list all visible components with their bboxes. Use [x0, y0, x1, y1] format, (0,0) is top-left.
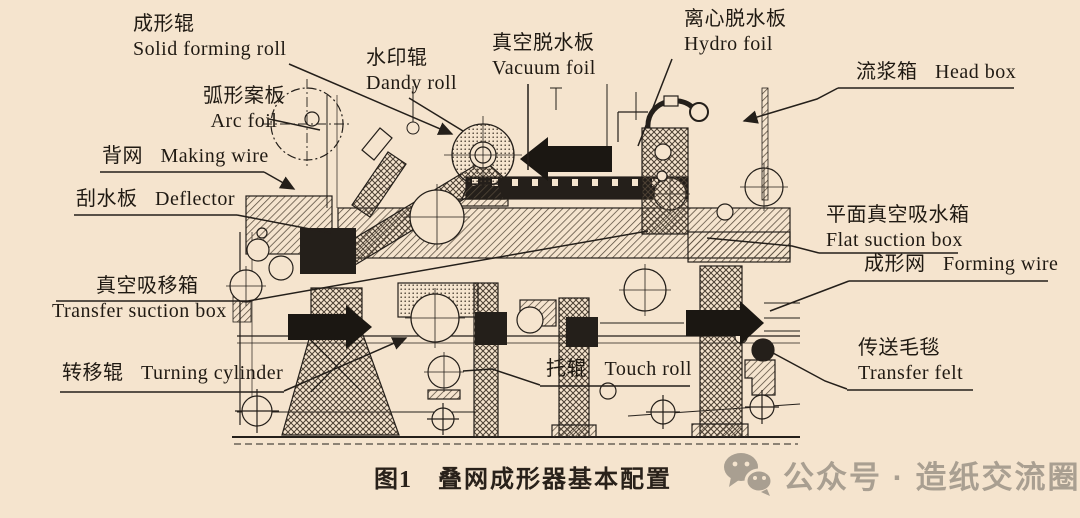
leader-hydro-foil: [637, 58, 673, 147]
wechat-icon: [724, 453, 774, 496]
label-solid-forming-roll: 成形辊 Solid forming roll: [133, 12, 286, 62]
label-making-wire-en: Making wire: [160, 145, 269, 167]
label-transfer-felt-en: Transfer felt: [858, 362, 964, 384]
flow-arrow-right: [686, 301, 764, 345]
label-transfer-suction-box-zh: 真空吸移箱: [96, 275, 199, 297]
leader-turning-cylinder: [60, 337, 408, 393]
label-hydro-foil: 离心脱水板 Hydro foil: [684, 7, 787, 57]
label-touch-roll-zh: 托辊: [546, 358, 587, 380]
wire-lead-rolls-left: [226, 227, 294, 306]
label-arc-foil: 弧形案板 Arc foil: [197, 84, 291, 134]
flow-arrow-left: [520, 137, 612, 181]
label-head-box: 流浆箱 Head box: [856, 60, 1016, 85]
label-making-wire-zh: 背网: [102, 145, 143, 167]
flow-arrow-right-lower-left: [288, 305, 372, 349]
label-dandy-roll-zh: 水印辊: [366, 47, 428, 69]
leader-touch-roll: [462, 368, 690, 387]
label-turning-cylinder-zh: 转移辊: [62, 362, 124, 384]
label-hydro-foil-zh: 离心脱水板: [684, 8, 787, 30]
label-deflector: 刮水板 Deflector: [76, 187, 235, 212]
watermark: 公众号 · 造纸交流圈: [722, 451, 1080, 497]
label-transfer-suction-box: 真空吸移箱 Transfer suction box: [52, 274, 227, 324]
label-dandy-roll: 水印辊 Dandy roll: [366, 46, 457, 96]
turning-cylinder-circle: [405, 288, 465, 348]
leader-forming-wire: [769, 280, 1048, 312]
label-making-wire: 背网 Making wire: [102, 144, 269, 169]
label-arc-foil-zh: 弧形案板: [203, 85, 285, 107]
head-box-assembly: [617, 87, 769, 235]
label-head-box-zh: 流浆箱: [856, 61, 918, 83]
label-transfer-felt: 传送毛毯 Transfer felt: [858, 336, 963, 386]
wire-run-lines: [600, 302, 800, 332]
touch-roll-circle: [424, 352, 464, 400]
leader-transfer-suction-box: [56, 230, 649, 302]
label-forming-wire-zh: 成形网: [864, 253, 926, 275]
foil-stems: [406, 84, 637, 150]
label-turning-cylinder-en: Turning cylinder: [141, 362, 284, 384]
leader-dandy-roll: [408, 97, 464, 132]
leader-making-wire: [100, 171, 296, 190]
label-arc-foil-en: Arc foil: [210, 110, 278, 132]
label-transfer-suction-box-en: Transfer suction box: [52, 300, 227, 322]
label-touch-roll-en: Touch roll: [604, 358, 692, 380]
label-touch-roll: 托辊 Touch roll: [546, 357, 692, 382]
label-flat-suction-box-en: Flat suction box: [826, 229, 963, 251]
leader-solid-forming-roll: [288, 63, 454, 135]
label-hydro-foil-en: Hydro foil: [684, 33, 773, 55]
label-forming-wire-en: Forming wire: [943, 253, 1059, 275]
figure-caption-title: 叠网成形器基本配置: [438, 467, 672, 493]
label-vacuum-foil-en: Vacuum foil: [492, 57, 596, 79]
breast-roll-circle: [404, 184, 470, 250]
label-deflector-zh: 刮水板: [76, 188, 138, 210]
dandy-roll-circle: [444, 116, 522, 207]
watermark-text: 公众号 · 造纸交流圈: [783, 459, 1080, 495]
leader-deflector: [74, 214, 332, 234]
leader-flat-suction-box: [706, 237, 958, 254]
label-solid-forming-roll-en: Solid forming roll: [133, 38, 287, 60]
label-forming-wire: 成形网 Forming wire: [864, 252, 1058, 277]
label-dandy-roll-en: Dandy roll: [366, 72, 458, 94]
label-solid-forming-roll-zh: 成形辊: [133, 13, 195, 35]
label-flat-suction-box: 平面真空吸水箱 Flat suction box: [826, 203, 970, 253]
label-vacuum-foil-zh: 真空脱水板: [492, 32, 595, 54]
figure-caption: 图1 叠网成形器基本配置: [374, 459, 672, 494]
label-vacuum-foil: 真空脱水板 Vacuum foil: [492, 31, 596, 81]
label-flat-suction-box-zh: 平面真空吸水箱: [826, 204, 970, 226]
figure-caption-number: 图1: [374, 467, 412, 493]
leader-head-box: [742, 87, 1014, 124]
flow-arrows: [288, 137, 764, 349]
label-transfer-felt-zh: 传送毛毯: [858, 337, 940, 359]
label-deflector-en: Deflector: [155, 188, 236, 210]
label-head-box-en: Head box: [935, 61, 1017, 83]
label-turning-cylinder: 转移辊 Turning cylinder: [62, 361, 283, 386]
leader-arc-foil: [268, 118, 321, 131]
datum-symbols: [235, 382, 779, 435]
leader-transfer-felt: [772, 352, 973, 391]
solid-forming-roll-circle: [262, 79, 352, 169]
black-housings: [300, 228, 598, 347]
leader-lines: [56, 58, 1048, 393]
